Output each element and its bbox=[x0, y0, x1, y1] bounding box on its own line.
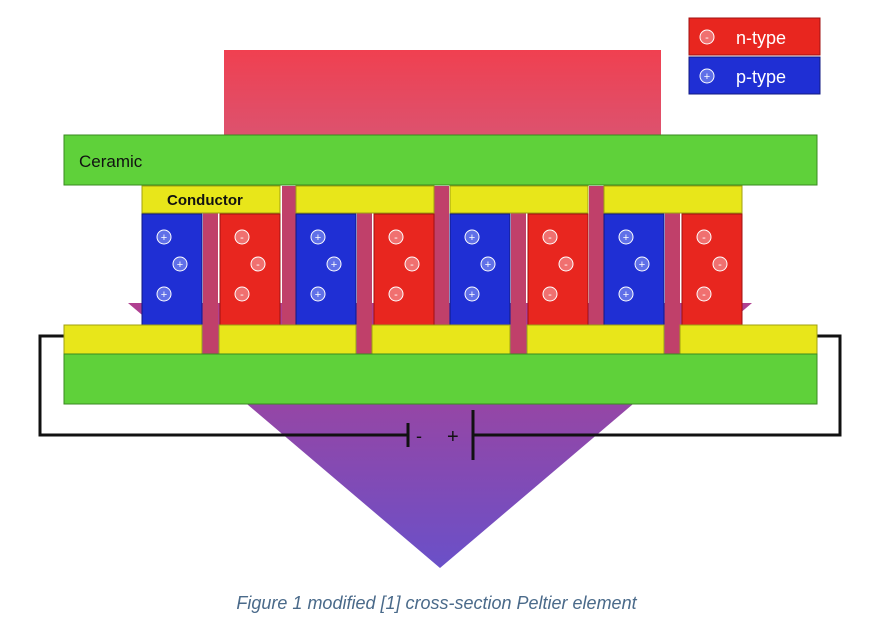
hole-sign: + bbox=[639, 259, 645, 271]
hole-plus-icon bbox=[618, 229, 634, 245]
electron-minus-icon bbox=[234, 229, 250, 245]
electron-sign: - bbox=[240, 232, 244, 244]
electron-sign: - bbox=[410, 259, 414, 271]
electron-sign: - bbox=[240, 289, 244, 301]
bottom-conductor-2 bbox=[218, 324, 357, 355]
gap-group bbox=[203, 186, 680, 354]
gap-6 bbox=[589, 186, 604, 354]
n-type-block-2 bbox=[219, 213, 281, 326]
hole-sign: + bbox=[161, 289, 167, 301]
legend-p-type-plus-icon bbox=[699, 68, 715, 84]
gap-7 bbox=[665, 186, 680, 354]
hole-sign: + bbox=[623, 289, 629, 301]
electron-sign: - bbox=[564, 259, 568, 271]
electron-sign: - bbox=[394, 289, 398, 301]
gap-1 bbox=[203, 186, 218, 354]
electron-minus-icon bbox=[696, 286, 712, 302]
electron-minus-icon bbox=[388, 286, 404, 302]
bottom-conductor-4 bbox=[526, 324, 665, 355]
legend: - n-type + p-type bbox=[688, 17, 821, 95]
electron-minus-icon bbox=[558, 256, 574, 272]
hole-plus-icon bbox=[172, 256, 188, 272]
hole-sign: + bbox=[161, 232, 167, 244]
electron-minus-icon bbox=[542, 286, 558, 302]
electron-minus-icon bbox=[542, 229, 558, 245]
hole-plus-icon bbox=[480, 256, 496, 272]
electron-minus-icon bbox=[712, 256, 728, 272]
semiconductor-group: + + + - - - + + + - - - + + + - - - + + + - - - bbox=[141, 213, 743, 326]
electron-minus-icon bbox=[696, 229, 712, 245]
ceramic-bottom-plate bbox=[63, 353, 818, 405]
p-type-block-3 bbox=[295, 213, 357, 326]
n-type-block-8 bbox=[681, 213, 743, 326]
electron-minus-icon bbox=[388, 229, 404, 245]
p-type-block-5 bbox=[449, 213, 511, 326]
legend-n-type-sign: - bbox=[705, 32, 709, 44]
electron-sign: - bbox=[548, 232, 552, 244]
electron-sign: - bbox=[394, 232, 398, 244]
top-conductor-1 bbox=[141, 185, 281, 214]
legend-p-type-label: p-type bbox=[736, 67, 786, 87]
gap-5 bbox=[511, 186, 526, 354]
hole-plus-icon bbox=[310, 229, 326, 245]
electron-sign: - bbox=[548, 289, 552, 301]
gap-3 bbox=[357, 186, 372, 354]
top-conductor-group bbox=[141, 185, 743, 214]
hole-sign: + bbox=[469, 289, 475, 301]
battery-plus-label: + bbox=[447, 426, 459, 448]
electron-sign: - bbox=[256, 259, 260, 271]
bottom-conductor-5 bbox=[679, 324, 818, 355]
ceramic-top-plate bbox=[63, 134, 818, 186]
electron-sign: - bbox=[718, 259, 722, 271]
hole-sign: + bbox=[315, 232, 321, 244]
hole-plus-icon bbox=[464, 286, 480, 302]
legend-p-type-sign: + bbox=[704, 71, 710, 83]
bottom-conductor-1 bbox=[63, 324, 203, 355]
p-type-block-7 bbox=[603, 213, 665, 326]
hole-plus-icon bbox=[634, 256, 650, 272]
electron-minus-icon bbox=[250, 256, 266, 272]
hole-plus-icon bbox=[156, 229, 172, 245]
wire-right bbox=[473, 334, 842, 437]
top-conductor-3 bbox=[449, 185, 589, 214]
electron-sign: - bbox=[702, 232, 706, 244]
ceramic-label: Ceramic bbox=[79, 152, 143, 171]
n-type-block-4 bbox=[373, 213, 435, 326]
electron-minus-icon bbox=[234, 286, 250, 302]
legend-n-type-minus-icon bbox=[699, 29, 715, 45]
electron-sign: - bbox=[702, 289, 706, 301]
bottom-conductor-group bbox=[63, 324, 818, 355]
hole-plus-icon bbox=[618, 286, 634, 302]
bottom-conductor-3 bbox=[371, 324, 511, 355]
hole-sign: + bbox=[315, 289, 321, 301]
hole-plus-icon bbox=[156, 286, 172, 302]
hole-plus-icon bbox=[310, 286, 326, 302]
battery-minus-label: - bbox=[416, 426, 422, 446]
hole-sign: + bbox=[331, 259, 337, 271]
gap-2 bbox=[282, 186, 297, 354]
hole-sign: + bbox=[485, 259, 491, 271]
gap-4 bbox=[434, 186, 449, 354]
wire-left bbox=[38, 334, 408, 437]
hole-plus-icon bbox=[326, 256, 342, 272]
hole-sign: + bbox=[177, 259, 183, 271]
n-type-block-6 bbox=[527, 213, 589, 326]
figure-caption: Figure 1 modified [1] cross-section Pelt… bbox=[236, 593, 637, 613]
top-conductor-2 bbox=[295, 185, 435, 214]
hole-sign: + bbox=[469, 232, 475, 244]
p-type-block-1 bbox=[141, 213, 203, 326]
legend-n-type-label: n-type bbox=[736, 28, 786, 48]
top-conductor-4 bbox=[603, 185, 743, 214]
hole-sign: + bbox=[623, 232, 629, 244]
hole-plus-icon bbox=[464, 229, 480, 245]
conductor-label: Conductor bbox=[167, 192, 243, 209]
electron-minus-icon bbox=[404, 256, 420, 272]
heat-in-arrow bbox=[224, 50, 661, 140]
